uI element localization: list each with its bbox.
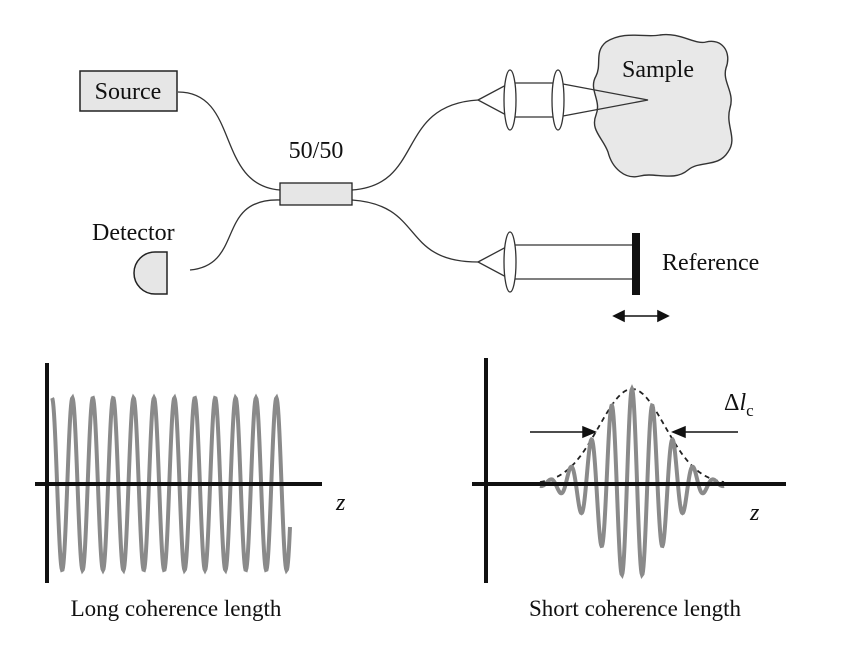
reference-mirror bbox=[632, 233, 640, 295]
sample-focus-cone bbox=[562, 83, 649, 117]
sample-lens-2 bbox=[551, 69, 565, 131]
coupler-label: 50/50 bbox=[289, 138, 344, 164]
detector-block: Detector bbox=[92, 220, 175, 295]
fiber-reference bbox=[351, 199, 479, 263]
fiber-sample bbox=[351, 99, 479, 191]
short-coherence-plot: z Short coherence length Δlc bbox=[472, 358, 786, 621]
fiber-detector bbox=[189, 199, 281, 271]
reference-arm: Reference bbox=[476, 231, 759, 323]
reference-lens bbox=[503, 231, 517, 293]
reference-label: Reference bbox=[662, 250, 759, 276]
delta-lc-label: Δlc bbox=[724, 390, 754, 420]
coupler-box bbox=[279, 182, 353, 206]
coherence-width-arrows bbox=[530, 425, 738, 439]
source-label: Source bbox=[95, 79, 162, 105]
source-block: Source bbox=[79, 70, 178, 112]
short-coherence-wave bbox=[539, 384, 725, 580]
detector-label: Detector bbox=[92, 220, 175, 246]
long-coherence-wave bbox=[50, 393, 292, 575]
mirror-translation-arrow bbox=[612, 309, 670, 323]
short-caption: Short coherence length bbox=[529, 596, 742, 621]
coupler-block: 50/50 bbox=[279, 138, 353, 206]
source-box bbox=[79, 70, 178, 112]
short-z-label: z bbox=[749, 500, 760, 526]
sample-block: Sample bbox=[562, 33, 733, 178]
fiber-source bbox=[177, 91, 281, 191]
optical-fibers bbox=[177, 91, 479, 271]
sample-lens-1 bbox=[503, 69, 517, 131]
long-z-label: z bbox=[335, 490, 346, 516]
sample-arm bbox=[476, 69, 565, 131]
sample-shape bbox=[592, 33, 733, 178]
detector-icon bbox=[133, 251, 168, 295]
long-coherence-plot: z Long coherence length bbox=[35, 363, 346, 621]
sample-label: Sample bbox=[622, 57, 694, 83]
long-caption: Long coherence length bbox=[71, 596, 282, 621]
